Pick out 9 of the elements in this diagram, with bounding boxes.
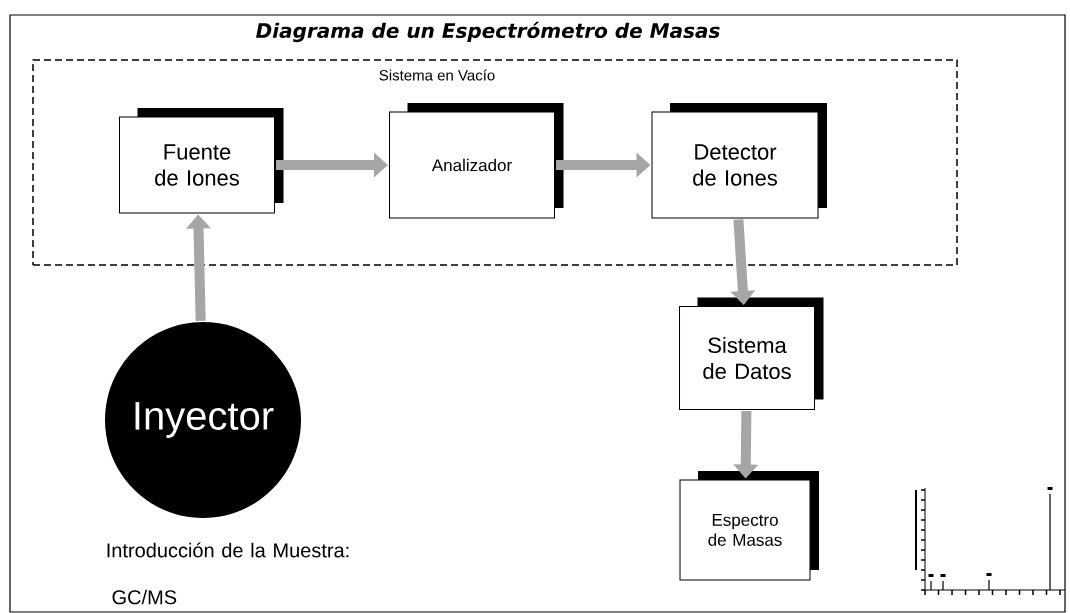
- node-caption: Introducción de la Muestra:: [107, 542, 349, 558]
- circle-node: Inyector: [105, 322, 301, 518]
- process-box: Fuente de Iones: [119, 108, 284, 214]
- title: Diagrama de un Espectrómetro de Masas: [256, 21, 720, 43]
- process-box: Detector de Iones: [651, 103, 827, 219]
- process-box: Analizador: [389, 103, 564, 219]
- label: GC/MS: [112, 589, 177, 605]
- process-box: Sistema de Datos: [679, 297, 824, 410]
- process-box: Espectro de Masas: [679, 471, 819, 581]
